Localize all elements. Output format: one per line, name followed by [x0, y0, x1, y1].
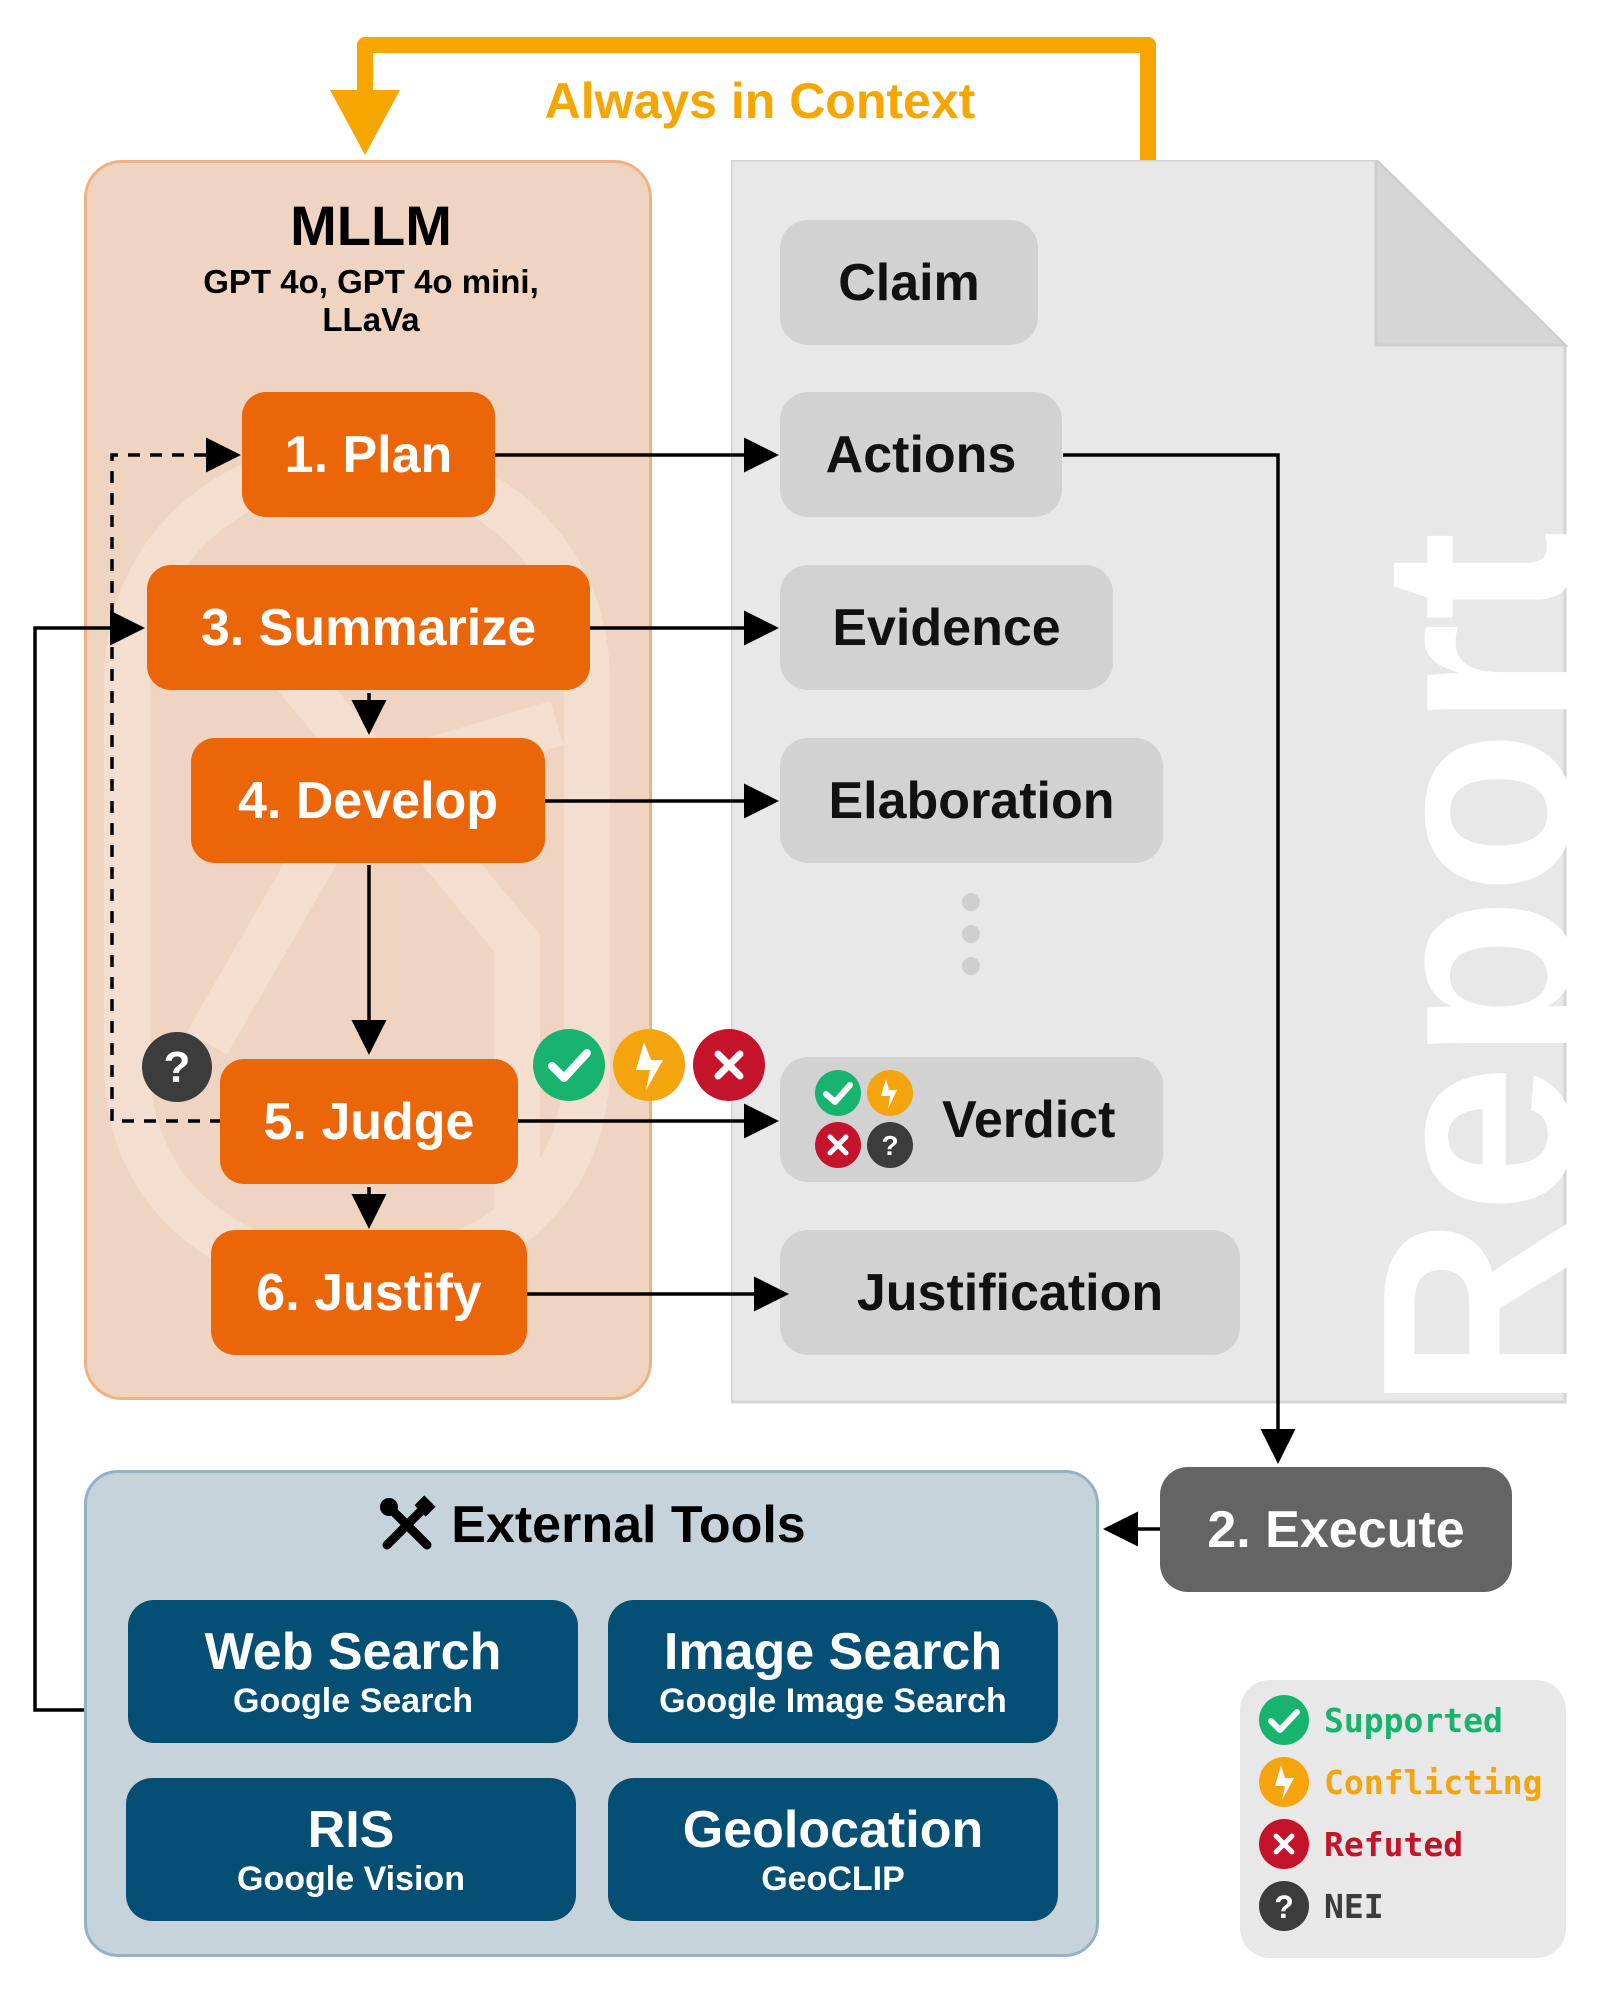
svg-text:?: ? [881, 1130, 898, 1161]
refuted-icon [1259, 1819, 1309, 1869]
legend-conflicting: Conflicting [1258, 1754, 1543, 1810]
verdict-label: Verdict [942, 1090, 1116, 1149]
step-summarize: 3. Summarize [147, 565, 590, 690]
judge-outcome-icons [533, 1029, 765, 1101]
always-in-context-label: Always in Context [544, 73, 976, 129]
report-elaboration: Elaboration [780, 738, 1163, 863]
legend-supported: Supported [1258, 1692, 1503, 1748]
nei-icon: ? [1259, 1881, 1309, 1931]
tool-provider: Google Vision [237, 1859, 465, 1898]
report-verdict: ? Verdict [780, 1057, 1163, 1182]
tool-web-search: Web Search Google Search [128, 1600, 578, 1743]
svg-text:?: ? [1274, 1889, 1294, 1925]
nei-badge-icon: ? [142, 1032, 212, 1102]
legend-nei: ? NEI [1258, 1878, 1384, 1934]
external-tools-header: External Tools [84, 1495, 1099, 1555]
tool-name: Geolocation [682, 1800, 984, 1859]
ellipsis-dots [962, 893, 980, 989]
tool-name: RIS [307, 1800, 395, 1859]
report-claim: Claim [780, 220, 1038, 345]
tools-icon [380, 1495, 436, 1550]
supported-icon [1259, 1695, 1309, 1745]
conflicting-icon [1259, 1757, 1309, 1807]
svg-text:?: ? [164, 1043, 191, 1092]
report-evidence: Evidence [780, 565, 1113, 690]
tool-provider: Google Search [233, 1681, 473, 1720]
tool-provider: Google Image Search [659, 1681, 1007, 1720]
mllm-title: MLLM [290, 194, 452, 257]
step-justify: 6. Justify [211, 1230, 527, 1355]
mllm-models-line2: LLaVa [322, 301, 420, 338]
tool-ris: RIS Google Vision [126, 1778, 576, 1921]
tool-provider: GeoCLIP [761, 1859, 905, 1898]
step-develop: 4. Develop [191, 738, 545, 863]
step-judge: 5. Judge [220, 1059, 518, 1184]
tool-name: Image Search [663, 1622, 1003, 1681]
step-plan: 1. Plan [242, 392, 495, 517]
legend-refuted: Refuted [1258, 1816, 1463, 1872]
step-execute: 2. Execute [1160, 1467, 1512, 1592]
mllm-models-line1: GPT 4o, GPT 4o mini, [203, 263, 539, 300]
tool-geolocation: Geolocation GeoCLIP [608, 1778, 1058, 1921]
verdict-legend: Supported Conflicting Refuted ? NEI [1240, 1680, 1566, 1958]
report-justification: Justification [780, 1230, 1240, 1355]
verdict-icons: ? [815, 1069, 913, 1168]
report-actions: Actions [780, 392, 1062, 517]
tool-image-search: Image Search Google Image Search [608, 1600, 1058, 1743]
external-tools-title: External Tools [451, 1496, 806, 1554]
tool-name: Web Search [204, 1622, 502, 1681]
